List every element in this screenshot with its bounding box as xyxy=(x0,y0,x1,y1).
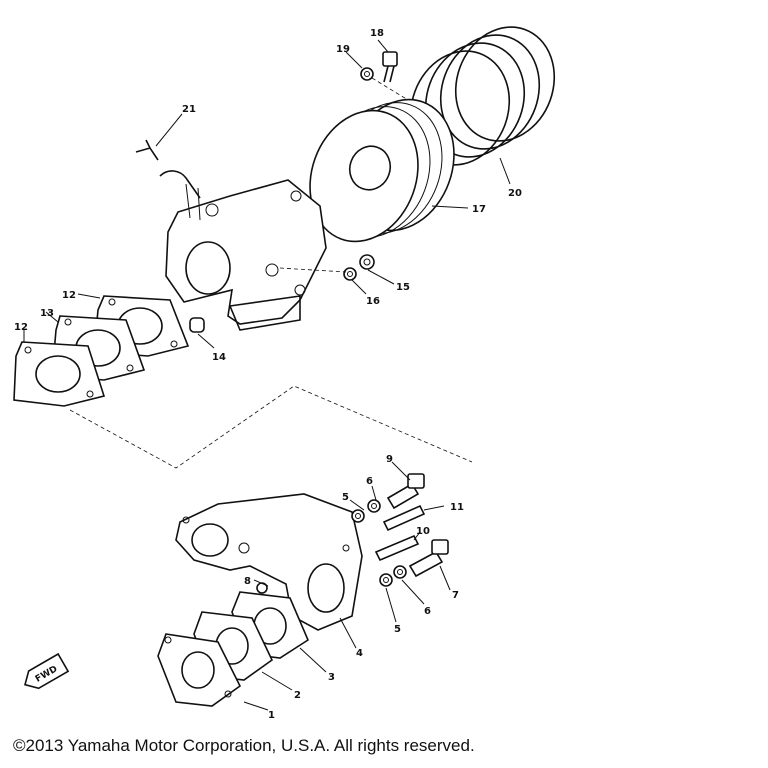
part-6-washer-lower xyxy=(393,565,407,579)
callout-14: 14 xyxy=(212,352,226,363)
part-4-intake-manifold xyxy=(175,493,363,631)
part-18-screw xyxy=(382,51,398,83)
callout-7: 7 xyxy=(452,590,459,601)
callout-20: 20 xyxy=(508,188,522,199)
callout-3: 3 xyxy=(328,672,335,683)
part-9-bolt xyxy=(386,473,425,510)
part-15-nut xyxy=(359,254,375,270)
callout-18: 18 xyxy=(370,28,384,39)
copyright-notice: ©2013 Yamaha Motor Corporation, U.S.A. A… xyxy=(13,736,475,755)
callout-6-lower: 6 xyxy=(424,606,431,617)
callout-1: 1 xyxy=(268,710,275,721)
part-17-air-filter xyxy=(309,98,455,243)
part-7-bolt xyxy=(408,539,449,578)
callout-17: 17 xyxy=(472,204,486,215)
callout-16: 16 xyxy=(366,296,380,307)
carburetor-body xyxy=(165,179,327,331)
callout-9: 9 xyxy=(386,454,393,465)
callout-5-upper: 5 xyxy=(342,492,349,503)
fwd-arrow-icon: FWD xyxy=(24,652,70,690)
callout-21: 21 xyxy=(182,104,196,115)
part-19-washer xyxy=(360,67,374,81)
callout-numbers: 1 2 3 4 5 5 6 6 7 8 9 10 11 12 12 13 14 … xyxy=(14,28,522,721)
callout-4: 4 xyxy=(356,648,363,659)
part-6-washer-upper xyxy=(367,499,381,513)
callout-13: 13 xyxy=(40,308,54,319)
callout-6-upper: 6 xyxy=(366,476,373,487)
part-11-stud xyxy=(382,504,426,532)
part-5-washer-upper xyxy=(351,509,365,523)
callout-12-lower: 12 xyxy=(14,322,28,333)
leader-lines xyxy=(23,39,511,711)
callout-19: 19 xyxy=(336,44,350,55)
part-5-washer-lower xyxy=(379,573,393,587)
callout-11: 11 xyxy=(450,502,464,513)
part-12-gasket-lower xyxy=(13,341,106,407)
part-16-washer xyxy=(343,267,357,281)
callout-10: 10 xyxy=(416,526,430,537)
callout-12-upper: 12 xyxy=(62,290,76,301)
callout-15: 15 xyxy=(396,282,410,293)
callout-2: 2 xyxy=(294,690,301,701)
part-14-spacer xyxy=(189,317,205,333)
part-21-wire-clip xyxy=(135,139,201,199)
callout-8: 8 xyxy=(244,576,251,587)
callout-5-lower: 5 xyxy=(394,624,401,635)
part-1-gasket xyxy=(157,633,242,707)
part-10-stud xyxy=(374,534,420,562)
